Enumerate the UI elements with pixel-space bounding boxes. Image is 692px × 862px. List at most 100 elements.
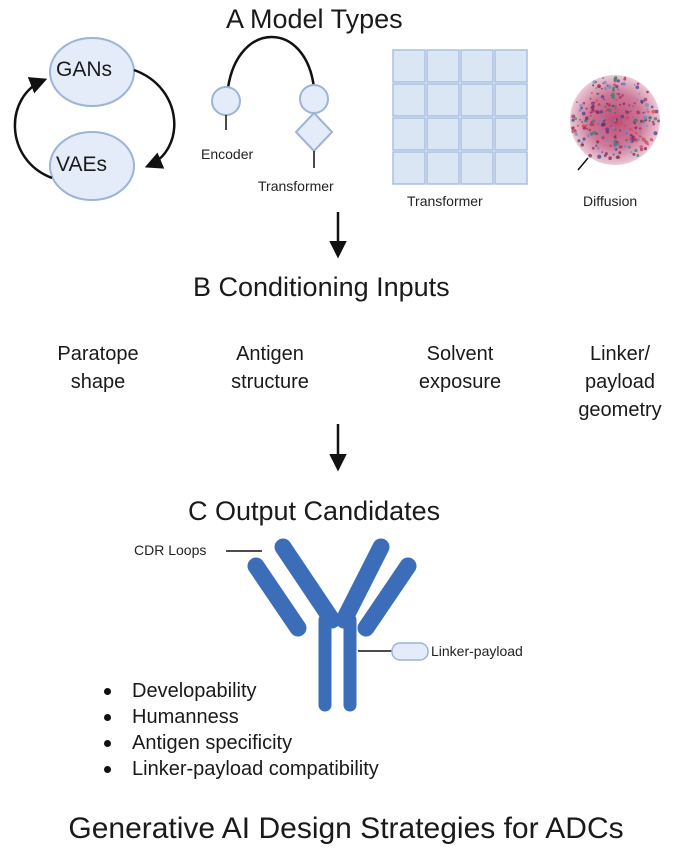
diffusion-particle xyxy=(611,95,616,100)
diffusion-particle xyxy=(589,111,592,114)
diffusion-particle xyxy=(585,124,588,127)
figure-footer-title: Generative AI Design Strategies for ADCs xyxy=(68,812,624,845)
diffusion-particle xyxy=(648,119,651,122)
diffusion-particle xyxy=(571,126,575,130)
diffusion-particle xyxy=(612,83,616,87)
section-a-title: A Model Types xyxy=(226,4,403,34)
gans-circle xyxy=(49,37,135,107)
diffusion-particle xyxy=(581,124,585,128)
diffusion-particle xyxy=(595,144,598,147)
diffusion-particle xyxy=(635,85,640,90)
gans-label: GANs xyxy=(56,58,113,81)
diffusion-particle xyxy=(602,120,605,123)
grid-cell xyxy=(392,49,426,83)
diffusion-particle xyxy=(636,98,639,101)
diffusion-particle xyxy=(646,108,649,111)
diffusion-particle xyxy=(647,143,650,146)
grid-cell xyxy=(392,83,426,117)
diffusion-particle xyxy=(600,95,605,99)
diffusion-particle xyxy=(645,124,648,127)
diffusion-particle xyxy=(619,119,621,121)
grid-cell xyxy=(460,83,494,117)
diffusion-particle xyxy=(592,108,595,111)
transformer-label-2: Transformer xyxy=(407,193,483,209)
diffusion-particle xyxy=(636,110,640,115)
diffusion-particle xyxy=(612,86,615,90)
diffusion-particle xyxy=(571,129,576,134)
grid-cell xyxy=(494,117,528,151)
diffusion-particle xyxy=(611,104,615,108)
vaes-label: VAEs xyxy=(56,153,107,176)
diffusion-particle xyxy=(592,119,596,123)
diffusion-particle xyxy=(620,114,625,119)
diffusion-particle xyxy=(629,110,632,113)
diffusion-particle xyxy=(615,140,619,143)
diffusion-particle xyxy=(625,138,628,142)
diffusion-particle xyxy=(604,152,608,156)
diffusion-particle xyxy=(623,77,627,81)
diffusion-particle xyxy=(621,94,624,97)
diffusion-particle xyxy=(613,76,618,80)
diffusion-particle xyxy=(632,105,634,108)
diffusion-particle xyxy=(619,103,621,106)
diffusion-particle xyxy=(607,103,611,107)
diffusion-particle xyxy=(581,121,583,123)
input-antigen: Antigen structure xyxy=(231,343,309,393)
diffusion-particle xyxy=(616,122,620,126)
diffusion-particle xyxy=(649,116,652,119)
diffusion-particle xyxy=(615,98,618,102)
diffusion-particle xyxy=(592,80,597,84)
diffusion-particle xyxy=(582,137,586,141)
diffusion-particle xyxy=(624,144,628,148)
vaes-circle xyxy=(49,131,135,201)
diffusion-particle xyxy=(614,111,617,115)
diffusion-particle xyxy=(640,131,642,133)
diffusion-particle xyxy=(622,82,626,86)
grid-cell xyxy=(494,49,528,83)
diffusion-particle xyxy=(595,87,598,89)
diffusion-particle xyxy=(602,134,605,137)
diffusion-particle xyxy=(651,139,654,142)
diffusion-particle xyxy=(615,155,619,159)
diffusion-particle xyxy=(581,111,586,116)
diffusion-particle xyxy=(616,142,620,146)
diffusion-particle xyxy=(574,129,577,132)
diffusion-particle xyxy=(596,146,600,150)
encoder-transformer-icon xyxy=(211,35,334,168)
diffusion-particle xyxy=(633,102,636,105)
diffusion-particle xyxy=(613,146,617,150)
diffusion-particle xyxy=(588,128,592,132)
diffusion-particle xyxy=(624,129,627,132)
diffusion-particle xyxy=(610,125,613,128)
diffusion-particle xyxy=(628,136,632,141)
diffusion-particle xyxy=(605,130,610,134)
cdr-loops-label: CDR Loops xyxy=(134,542,207,558)
diffusion-particle xyxy=(646,90,649,94)
diffusion-particle xyxy=(614,128,617,132)
diffusion-particle xyxy=(629,133,633,137)
diffusion-particle xyxy=(574,132,578,136)
input-linker-geometry: Linker/ payload geometry xyxy=(578,343,662,421)
grid-cell xyxy=(392,117,426,151)
grid-cell xyxy=(426,151,460,185)
diffusion-particle xyxy=(603,80,607,85)
bullet-linker-compatibility: Linker-payload compatibility xyxy=(104,756,379,782)
diffusion-particle xyxy=(589,97,592,100)
diffusion-particle xyxy=(603,86,608,91)
diffusion-particle xyxy=(618,151,622,155)
diffusion-particle xyxy=(653,131,658,136)
diffusion-particle xyxy=(637,138,640,141)
diffusion-particle xyxy=(607,84,612,89)
transformer-grid xyxy=(392,49,528,185)
diffusion-particle xyxy=(574,117,577,120)
diffusion-particle xyxy=(630,151,633,154)
diffusion-particle xyxy=(629,140,632,143)
diffusion-particle xyxy=(613,142,617,147)
diffusion-particle xyxy=(611,88,615,92)
diffusion-particle xyxy=(628,127,632,131)
diffusion-particle xyxy=(639,145,643,149)
diffusion-particle xyxy=(577,139,581,143)
diffusion-particle xyxy=(617,88,620,91)
diffusion-particle xyxy=(643,97,648,102)
diffusion-particle xyxy=(633,97,636,99)
